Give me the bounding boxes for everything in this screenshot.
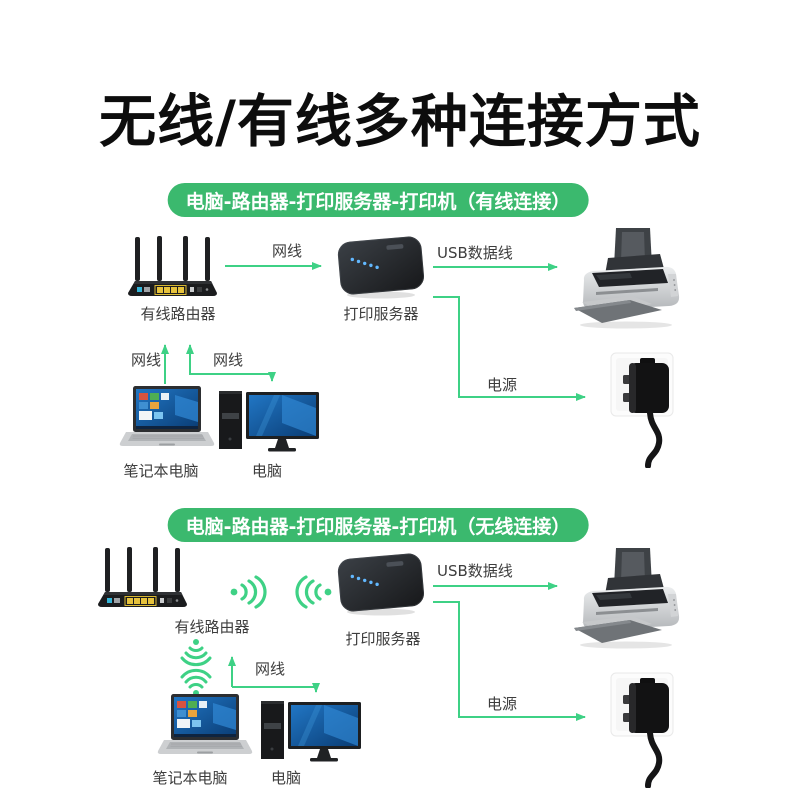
s2-printer-image: [570, 546, 690, 650]
s2-print-server-image: [332, 553, 430, 617]
s1-power-label: 电源: [486, 376, 518, 394]
s2-desktop-label: 电脑: [270, 769, 302, 787]
section1-banner: 电脑-路由器-打印服务器-打印机（有线连接）: [167, 183, 589, 217]
s1-printer-image: [570, 226, 690, 330]
s1-desktop-cable-label: 网线: [212, 351, 244, 369]
s2-router-image: [97, 547, 189, 609]
s1-router-server-cable-label: 网线: [271, 242, 303, 260]
s1-router-label: 有线路由器: [140, 305, 216, 323]
s2-power-label: 电源: [486, 695, 518, 713]
s2-router-label: 有线路由器: [174, 618, 250, 636]
s2-print-server-label: 打印服务器: [345, 630, 421, 648]
s2-usb-cable-label: USB数据线: [437, 562, 513, 580]
s1-laptop-cable-label: 网线: [130, 351, 162, 369]
s1-laptop-label: 笔记本电脑: [123, 462, 199, 480]
s1-desktop-cable-arrow-down: [190, 372, 276, 382]
section2-banner-text: 电脑-路由器-打印服务器-打印机（无线连接）: [185, 515, 571, 538]
s2-desktop-cable-label: 网线: [254, 660, 286, 678]
s2-laptop-label: 笔记本电脑: [152, 769, 228, 787]
s2-desktop-computer-image: [260, 699, 362, 765]
s1-laptop-image: [119, 386, 215, 456]
s1-router-image: [127, 236, 219, 298]
s2-desktop-cable-arrow-down: [232, 683, 320, 693]
wireless-transmit-right-icon: [295, 575, 332, 609]
section2-banner: 电脑-路由器-打印服务器-打印机（无线连接）: [167, 508, 589, 542]
wifi-signal-up-icon: [180, 668, 212, 696]
page-title: 无线/有线多种连接方式: [99, 89, 701, 155]
s1-desktop-computer-image: [218, 389, 320, 455]
s1-print-server-label: 打印服务器: [343, 305, 419, 323]
s2-laptop-image: [157, 694, 253, 764]
s1-power-adapter-image: [604, 350, 682, 468]
s1-desktop-label: 电脑: [251, 462, 283, 480]
wifi-signal-down-icon: [180, 639, 212, 667]
s1-usb-cable-label: USB数据线: [437, 244, 513, 262]
section1-banner-text: 电脑-路由器-打印服务器-打印机（有线连接）: [185, 190, 571, 213]
s1-print-server-image: [332, 236, 430, 300]
s2-power-adapter-image: [604, 670, 682, 788]
wireless-transmit-left-icon: [230, 575, 267, 609]
